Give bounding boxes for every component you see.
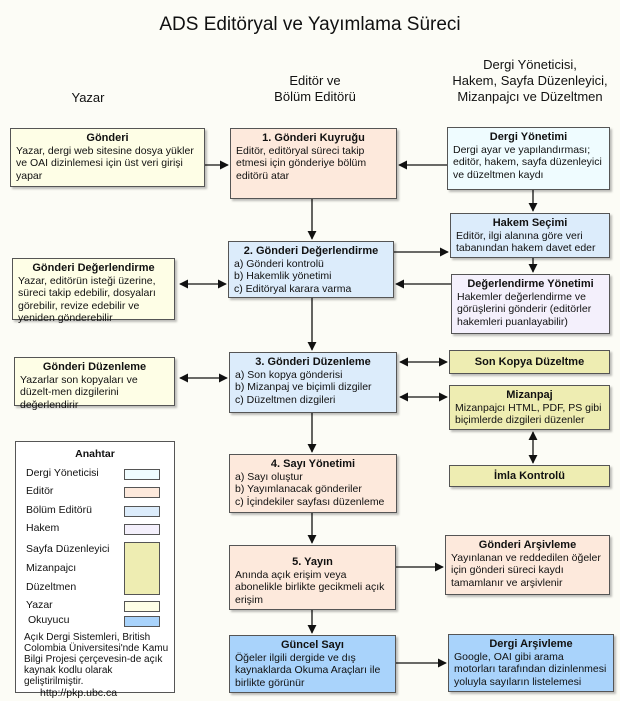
box-item: a) Sayı oluştur — [235, 470, 303, 483]
box-submission-archive: Gönderi Arşivleme Yayınlanan ve reddedil… — [445, 535, 610, 595]
box-title: Değerlendirme Yönetimi — [467, 278, 594, 290]
box-item: a) Son kopya gönderisi — [235, 368, 343, 381]
box-item: a) Gönderi kontrolü — [234, 257, 324, 270]
box-publication: 5. Yayın Anında açık erişim veya aboneli… — [229, 545, 396, 610]
column-manager-line2: Hakem, Sayfa Düzenleyici, — [452, 73, 608, 88]
box-journal-management: Dergi Yönetimi Dergi ayar ve yapılandırm… — [447, 127, 610, 190]
box-submission: Gönderi Yazar, dergi web sitesine dosya … — [10, 128, 205, 187]
box-submission-queue: 1. Gönderi Kuyruğu Editör, editöryal sür… — [230, 128, 397, 199]
box-text: Yayınlanan ve reddedilen öğeler için gön… — [451, 551, 601, 589]
column-author-label: Yazar — [71, 90, 105, 105]
box-proofread: İmla Kontrolü — [449, 465, 610, 487]
legend: Anahtar Dergi Yöneticisi Editör Bölüm Ed… — [15, 441, 175, 699]
legend-swatch — [124, 616, 160, 627]
legend-title: Anahtar — [75, 448, 115, 460]
box-text: Öğeler ilgili dergide ve dış kaynaklarda… — [235, 651, 381, 689]
box-text: Yazarlar son kopyaları ve düzelt-men diz… — [20, 373, 138, 411]
box-copyedit: Son Kopya Düzeltme — [449, 350, 610, 374]
box-journal-archive: Dergi Arşivleme Google, OAI gibi arama m… — [448, 634, 614, 692]
box-submission-review: 2. Gönderi Değerlendirme a) Gönderi kont… — [228, 241, 394, 298]
box-title: 2. Gönderi Değerlendirme — [243, 245, 379, 257]
box-text: Anında açık erişim veya abonelikle birli… — [235, 568, 385, 606]
legend-label: Mizanpajcı — [26, 562, 77, 574]
box-title: Dergi Yönetimi — [489, 131, 568, 143]
box-author-review: Gönderi Değerlendirme Yazar, editörün is… — [12, 258, 175, 324]
box-author-editing: Gönderi Düzenleme Yazarlar son kopyaları… — [14, 357, 175, 411]
legend-swatch — [124, 524, 160, 535]
box-title: 1. Gönderi Kuyruğu — [262, 132, 365, 144]
column-editor: Editör ve Bölüm Editörü — [240, 73, 390, 105]
box-title: Son Kopya Düzeltme — [474, 355, 585, 368]
box-text: Mizanpajcı HTML, PDF, PS gibi biçimlerde… — [455, 401, 602, 427]
box-title: Gönderi Arşivleme — [478, 539, 577, 551]
box-layout: Mizanpaj Mizanpajcı HTML, PDF, PS gibi b… — [449, 385, 610, 430]
column-author: Yazar — [48, 90, 128, 106]
box-review-management: Değerlendirme Yönetimi Hakemler değerlen… — [451, 274, 610, 334]
column-manager: Dergi Yöneticisi, Hakem, Sayfa Düzenleyi… — [440, 57, 620, 105]
column-manager-line3: Mizanpajcı ve Düzeltmen — [457, 89, 603, 104]
box-title: 5. Yayın — [292, 556, 333, 568]
box-item: c) Düzeltmen dizgileri — [235, 393, 336, 406]
legend-label: Düzeltmen — [26, 581, 77, 593]
legend-label: Editör — [26, 485, 54, 497]
box-title: Mizanpaj — [506, 389, 553, 401]
legend-credit: Açık Dergi Sistemleri, British Colombia … — [24, 632, 174, 699]
box-item: c) İçindekiler sayfası düzenleme — [235, 495, 385, 508]
legend-label: Sayfa Düzenleyici — [26, 543, 110, 555]
box-text: Yazar, editörün isteği üzerine, süreci t… — [18, 274, 156, 325]
box-item: b) Hakemlik yönetimi — [234, 270, 332, 282]
legend-label: Yazar — [26, 599, 53, 611]
box-title: Gönderi Düzenleme — [42, 361, 147, 373]
legend-label: Dergi Yöneticisi — [26, 467, 99, 479]
box-item: b) Yayımlanacak gönderiler — [235, 483, 362, 495]
legend-label: Okuyucu — [28, 614, 70, 626]
box-current-issue: Güncel Sayı Öğeler ilgili dergide ve dış… — [229, 635, 396, 693]
column-editor-line1: Editör ve — [289, 73, 341, 88]
box-title: Gönderi — [86, 132, 129, 144]
box-title: Dergi Arşivleme — [489, 638, 573, 650]
credit-url: http://pkp.ubc.ca — [40, 687, 118, 699]
legend-label: Bölüm Editörü — [26, 504, 92, 516]
column-editor-line2: Bölüm Editörü — [274, 89, 356, 104]
column-manager-line1: Dergi Yöneticisi, — [483, 57, 577, 72]
box-text: Editör, ilgi alanına göre veri tabanında… — [456, 229, 596, 255]
box-text: Dergi ayar ve yapılandırması; editör, ha… — [453, 143, 602, 181]
legend-swatch — [124, 506, 160, 517]
box-title: Güncel Sayı — [281, 639, 344, 651]
credit-text: Açık Dergi Sistemleri, British Colombia … — [24, 632, 169, 687]
legend-swatch — [124, 487, 160, 498]
box-text: Editör, editöryal süreci takip etmesi iç… — [236, 144, 367, 182]
box-title: 4. Sayı Yönetimi — [270, 458, 356, 470]
box-issue-management: 4. Sayı Yönetimi a) Sayı oluştur b) Yayı… — [229, 454, 397, 513]
legend-label: Hakem — [26, 522, 60, 534]
box-title: Hakem Seçimi — [492, 217, 568, 229]
box-submission-editing: 3. Gönderi Düzenleme a) Son kopya gönder… — [229, 352, 397, 413]
box-item: c) Editöryal karara varma — [234, 282, 352, 295]
legend-swatch — [124, 601, 160, 612]
box-text: Google, OAI gibi arama motorları tarafın… — [454, 650, 607, 688]
legend-swatch — [124, 469, 160, 480]
box-text: Yazar, dergi web sitesine dosya yükler v… — [16, 144, 194, 182]
box-reviewer-selection: Hakem Seçimi Editör, ilgi alanına göre v… — [450, 213, 610, 258]
box-title: İmla Kontrolü — [494, 469, 565, 482]
box-text: Hakemler değerlendirme ve görüşlerini gö… — [457, 290, 592, 328]
box-title: 3. Gönderi Düzenleme — [255, 356, 371, 368]
diagram-title: ADS Editöryal ve Yayımlama Süreci — [159, 14, 461, 35]
box-item: b) Mizanpaj ve biçimli dizgiler — [235, 381, 372, 393]
box-title: Gönderi Değerlendirme — [32, 262, 155, 274]
legend-swatch — [124, 542, 160, 595]
